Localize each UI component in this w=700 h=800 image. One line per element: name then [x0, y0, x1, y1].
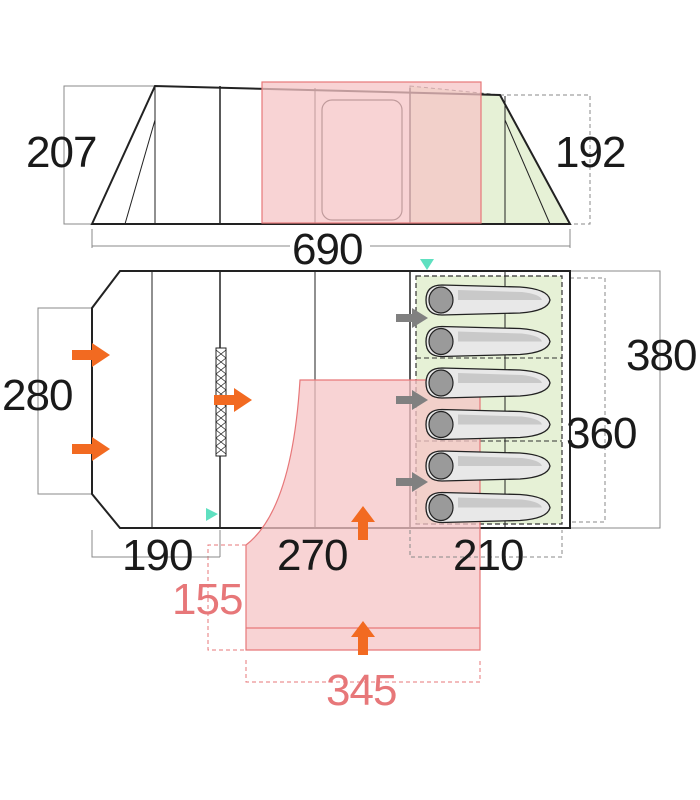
- door-arrow-icon: [214, 388, 252, 412]
- sleeping-bag-icon: [425, 367, 551, 399]
- pole-marker-icon: [420, 259, 434, 270]
- dim-side-height-right: 192: [555, 128, 626, 177]
- end-width-guide: [37, 307, 92, 495]
- dim-section-middle: 270: [277, 531, 348, 580]
- floor-outline: [91, 270, 571, 529]
- side-rear-fold: [504, 119, 551, 225]
- dim-end-width: 280: [2, 371, 73, 420]
- door-arrow-icon: [351, 621, 375, 655]
- dim-section-front: 190: [122, 531, 193, 580]
- sleep-arrows: [396, 308, 428, 492]
- pole-marker-icon: [206, 508, 218, 521]
- total-width-guide: [570, 270, 661, 529]
- sleep-arrow-icon: [396, 390, 428, 410]
- section-guide-bedroom: [409, 530, 563, 558]
- sleeping-bag-icon: [425, 450, 551, 482]
- dim-bedroom-width: 360: [566, 409, 637, 458]
- dim-section-bedroom: 210: [453, 531, 524, 580]
- dim-total-length: 690: [292, 225, 363, 274]
- door-arrow-icon: [351, 506, 375, 540]
- dim-total-width: 380: [626, 331, 697, 380]
- side-height-right-guide: [500, 94, 591, 225]
- sleeping-bag-icon: [425, 325, 551, 358]
- door-arrow-icon: [72, 437, 110, 461]
- floor-plan: [37, 259, 661, 683]
- section-guide-front: [91, 530, 220, 558]
- sleeping-bag-icon: [425, 408, 551, 441]
- dim-canopy-depth: 155: [172, 575, 243, 624]
- sleeping-bag-icon: [425, 491, 551, 524]
- sleeping-bags: [425, 284, 551, 524]
- side-front-fold: [124, 119, 156, 225]
- sleep-arrow-icon: [396, 472, 428, 492]
- dim-canopy-width: 345: [326, 666, 397, 715]
- canopy-width-guide: [245, 660, 481, 683]
- total-length-guide: [91, 229, 571, 248]
- side-height-left-guide: [63, 85, 155, 225]
- canopy-depth-guide: [207, 544, 246, 651]
- side-elevation: [63, 81, 591, 225]
- door-arrows: [72, 343, 375, 655]
- bedroom-width-guide: [570, 277, 606, 523]
- sleep-arrow-icon: [396, 308, 428, 328]
- sleeping-bag-icon: [425, 284, 551, 316]
- door-arrow-icon: [72, 343, 110, 367]
- dim-side-height-left: 207: [26, 128, 97, 177]
- side-canopy-overlay: [261, 81, 482, 224]
